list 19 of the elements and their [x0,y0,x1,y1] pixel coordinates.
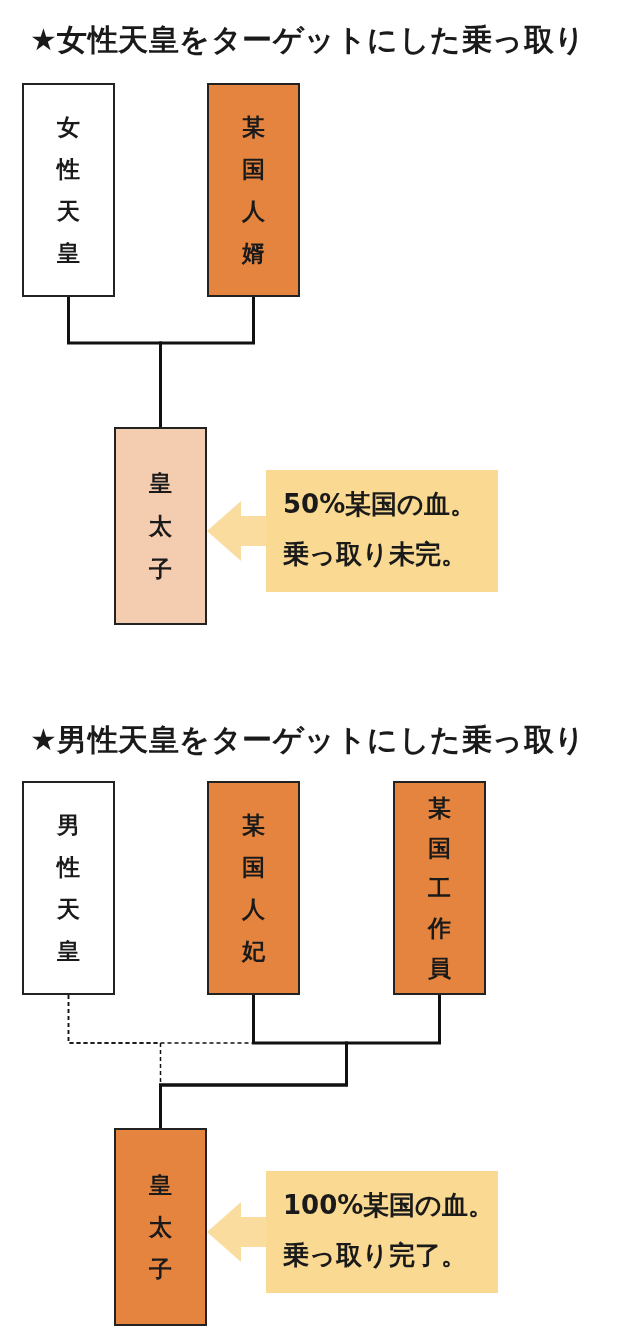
person-box: 男性天皇 [22,781,115,995]
callout-box [266,1171,498,1293]
connector-line [159,995,441,1128]
section-heading: ★男性天皇をターゲットにした乗っ取り [30,721,586,759]
person-box: 某国人婿 [207,83,300,297]
callout-text: 50%某国の血。 [283,488,477,521]
callout-box [266,470,498,592]
callout-text: 乗っ取り完了。 [283,1239,467,1272]
callout-text: 乗っ取り未完。 [283,538,467,571]
person-box: 女性天皇 [22,83,115,297]
person-box: 皇太子 [114,427,207,625]
section-heading: ★女性天皇をターゲットにした乗っ取り [30,21,586,59]
person-box: 某国人妃 [207,781,300,995]
callout-arrow [207,501,266,561]
callout-text: 100%某国の血。 [283,1189,495,1222]
connector-line [159,297,255,427]
person-box: 某国工作員 [393,781,486,995]
person-box: 皇太子 [114,1128,207,1326]
callout-arrow [207,1202,266,1262]
